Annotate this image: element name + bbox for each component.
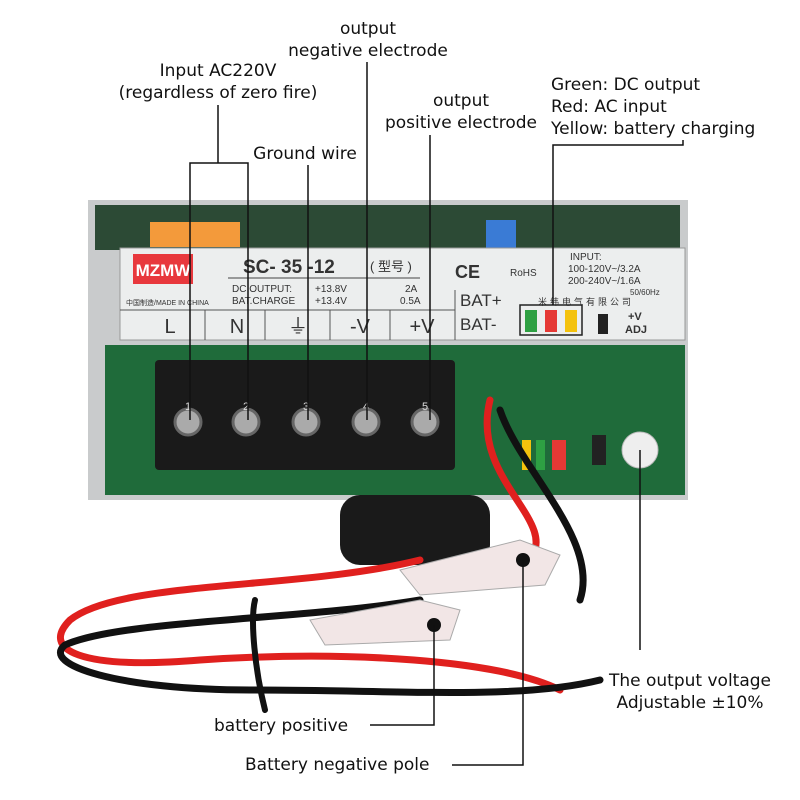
led-red bbox=[545, 310, 557, 332]
board-led-red bbox=[552, 440, 566, 470]
annotation-line: positive electrode bbox=[384, 113, 537, 133]
input-1: 100-120V~/3.2A bbox=[568, 264, 641, 275]
cables bbox=[57, 396, 604, 713]
cable-grommet bbox=[340, 495, 490, 565]
model-suffix: ( 型号 ) bbox=[370, 259, 412, 274]
annotation-input-ac: Input AC220V (regardless of zero fire) bbox=[100, 60, 336, 104]
bat-charge-v: +13.4V bbox=[315, 296, 347, 307]
input-title: INPUT: bbox=[570, 252, 602, 263]
terminal-label-neg: -V bbox=[350, 316, 371, 338]
board-switch bbox=[592, 435, 606, 465]
led-indicator-box bbox=[519, 304, 583, 336]
terminal-number: 5 bbox=[422, 401, 428, 413]
annotation-line: (regardless of zero fire) bbox=[118, 83, 318, 103]
dc-output-label: DC OUTPUT: bbox=[232, 284, 292, 295]
terminal-label-ground: ⏚ bbox=[288, 316, 308, 338]
blue-potentiometer bbox=[486, 220, 516, 248]
callout-lines bbox=[189, 62, 684, 766]
board-led-green bbox=[536, 440, 545, 470]
annotation-line: output bbox=[432, 91, 490, 111]
annotation-led-legend: Green: DC output Red: AC input Yellow: b… bbox=[551, 74, 755, 140]
adj-label: ADJ bbox=[625, 324, 647, 336]
bat-charge-a: 0.5A bbox=[400, 296, 421, 307]
led-green bbox=[525, 310, 537, 332]
bat-charge-label: BAT.CHARGE bbox=[232, 296, 295, 307]
company: 米纬电气有限公司 bbox=[538, 296, 634, 307]
terminal-number: 3 bbox=[303, 401, 309, 413]
bat-minus: BAT- bbox=[460, 315, 497, 334]
model: SC- 35 -12 bbox=[243, 257, 335, 278]
annotation-line: output bbox=[339, 19, 397, 39]
terminal-screws: 1 2 3 4 5 bbox=[173, 401, 440, 437]
annotation-line: Green: DC output bbox=[551, 75, 701, 95]
annotation-battery-positive: battery positive bbox=[214, 716, 349, 736]
annotation-negative-electrode: output negative electrode bbox=[270, 18, 466, 62]
annotation-battery-negative: Battery negative pole bbox=[245, 755, 430, 775]
annotation-output-adjust: The output voltage Adjustable ±10% bbox=[595, 670, 785, 714]
dc-output-a: 2A bbox=[405, 284, 418, 295]
annotation-ground-wire: Ground wire bbox=[253, 144, 357, 164]
annotation-line: Yellow: battery charging bbox=[551, 119, 756, 139]
bat-plus: BAT+ bbox=[460, 291, 502, 310]
terminal-number: 4 bbox=[363, 401, 369, 413]
terminal-labels: L N ⏚ -V +V bbox=[120, 290, 456, 340]
spade-connector-positive bbox=[309, 599, 461, 646]
annotation-line: negative electrode bbox=[288, 41, 448, 61]
input-freq: 50/60Hz bbox=[630, 288, 660, 297]
orange-component bbox=[150, 222, 240, 247]
terminal-label-n: N bbox=[230, 316, 244, 338]
annotation-line: The output voltage bbox=[608, 671, 771, 691]
annotation-line: Input AC220V bbox=[159, 61, 277, 81]
brand-badge bbox=[133, 254, 193, 284]
led-yellow bbox=[565, 310, 577, 332]
terminal-number: 1 bbox=[185, 401, 191, 413]
input-2: 200-240V~/1.6A bbox=[568, 276, 641, 287]
terminal-label-l: L bbox=[164, 316, 175, 338]
brand-logo: MZMW bbox=[136, 261, 192, 280]
ce-mark: CE bbox=[455, 262, 480, 282]
dc-output-v: +13.8V bbox=[315, 284, 347, 295]
annotation-line: Red: AC input bbox=[551, 97, 667, 117]
rohs-mark: RoHS bbox=[510, 268, 537, 279]
annotation-positive-electrode: output positive electrode bbox=[370, 90, 552, 134]
terminal-number: 2 bbox=[243, 401, 249, 413]
terminal-label-pos: +V bbox=[409, 316, 435, 338]
annotation-line: Adjustable ±10% bbox=[616, 693, 764, 713]
device-label bbox=[119, 247, 686, 341]
made-in: 中国制造/MADE IN CHINA bbox=[126, 298, 209, 307]
adj-pot-mark bbox=[598, 314, 608, 334]
adj-plus-v: +V bbox=[628, 311, 642, 323]
